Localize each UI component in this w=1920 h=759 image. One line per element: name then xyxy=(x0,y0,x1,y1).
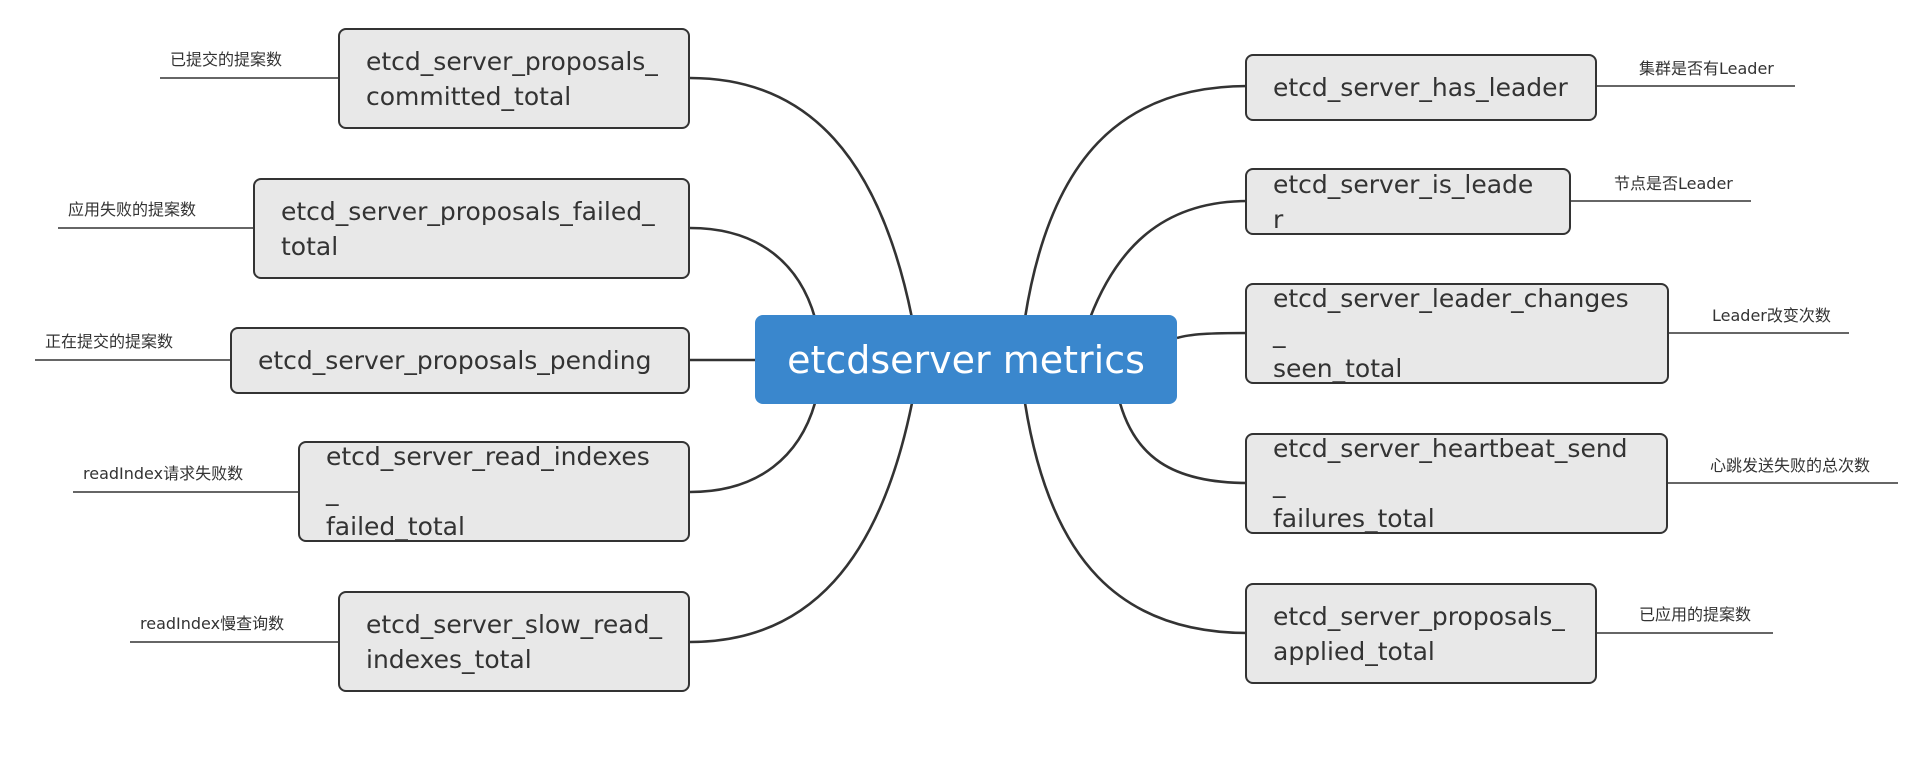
note-read-indexes-failed: readIndex请求失败数 xyxy=(83,464,244,483)
connector-left-5 xyxy=(689,402,914,644)
node-label: etcd_server_slow_read_indexes_total xyxy=(366,609,662,674)
node-proposals-applied-total[interactable]: etcd_server_proposals_applied_total xyxy=(1245,583,1597,684)
node-label: etcd_server_is_leader xyxy=(1273,169,1534,234)
connector-left-4 xyxy=(689,402,817,494)
node-is-leader[interactable]: etcd_server_is_leader xyxy=(1245,168,1571,235)
node-label: etcd_server_leader_changes_seen_total xyxy=(1273,284,1629,383)
note-proposals-committed: 已提交的提案数 xyxy=(170,50,283,69)
node-label: etcd_server_proposals_pending xyxy=(258,346,652,375)
node-proposals-failed-total[interactable]: etcd_server_proposals_failed_total xyxy=(253,178,690,279)
node-label: etcd_server_has_leader xyxy=(1273,73,1568,102)
connector-left-2 xyxy=(689,226,817,319)
note-is-leader: 节点是否Leader xyxy=(1614,174,1733,193)
node-slow-read-indexes-total[interactable]: etcd_server_slow_read_indexes_total xyxy=(338,591,690,692)
note-heartbeat-failures: 心跳发送失败的总次数 xyxy=(1710,456,1871,475)
node-read-indexes-failed-total[interactable]: etcd_server_read_indexes_failed_total xyxy=(298,441,690,542)
connector-right-4 xyxy=(1118,402,1249,485)
note-leader-changes: Leader改变次数 xyxy=(1712,306,1831,325)
node-proposals-committed-total[interactable]: etcd_server_proposals_committed_total xyxy=(338,28,690,129)
node-label: etcd_server_heartbeat_send_failures_tota… xyxy=(1273,434,1628,533)
node-proposals-pending[interactable]: etcd_server_proposals_pending xyxy=(230,327,690,394)
note-has-leader: 集群是否有Leader xyxy=(1639,59,1774,78)
node-label: etcd_server_proposals_failed_total xyxy=(281,196,655,261)
connector-right-3 xyxy=(1176,331,1249,340)
connector-right-5 xyxy=(1023,402,1249,635)
note-proposals-failed: 应用失败的提案数 xyxy=(68,200,197,219)
central-topic[interactable]: etcdserver metrics xyxy=(755,315,1177,404)
node-label: etcd_server_read_indexes_failed_total xyxy=(326,442,650,541)
central-topic-label: etcdserver metrics xyxy=(787,337,1145,382)
connector-right-2 xyxy=(1088,199,1249,319)
node-label: etcd_server_proposals_applied_total xyxy=(1273,601,1565,666)
connector-left-1 xyxy=(689,76,914,319)
note-proposals-applied: 已应用的提案数 xyxy=(1639,605,1752,624)
node-has-leader[interactable]: etcd_server_has_leader xyxy=(1245,54,1597,121)
note-slow-read-indexes: readIndex慢查询数 xyxy=(140,614,285,633)
note-proposals-pending: 正在提交的提案数 xyxy=(45,332,174,351)
node-heartbeat-send-failures-total[interactable]: etcd_server_heartbeat_send_failures_tota… xyxy=(1245,433,1668,534)
node-leader-changes-seen-total[interactable]: etcd_server_leader_changes_seen_total xyxy=(1245,283,1669,384)
connector-right-1 xyxy=(1023,84,1249,319)
node-label: etcd_server_proposals_committed_total xyxy=(366,46,658,111)
